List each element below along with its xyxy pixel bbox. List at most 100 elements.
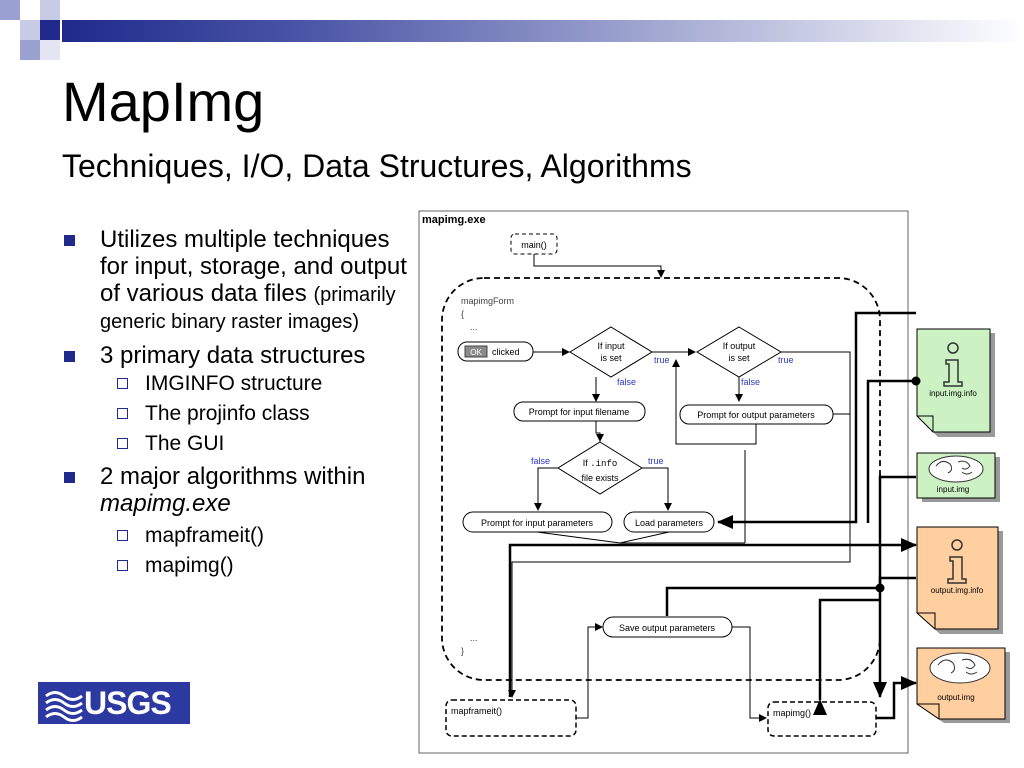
ellipsis-top: ...: [470, 322, 478, 332]
output-img-write-arrow: [876, 676, 917, 720]
slide-subtitle: Techniques, I/O, Data Structures, Algori…: [62, 148, 692, 184]
sub-bullet-text: mapimg(): [145, 554, 234, 577]
brace-close: }: [461, 646, 464, 656]
arrow-to-if-info: [595, 421, 604, 442]
input-img-label: input.img: [937, 485, 969, 494]
bullet-text: 2 major algorithms within: [100, 463, 366, 490]
output-false-label: false: [741, 377, 760, 387]
corner-square-4: [0, 20, 20, 40]
corner-square-7: [20, 40, 40, 60]
if-output-line1: If output: [723, 341, 756, 351]
output-info-label: output.img.info: [931, 586, 984, 595]
main-box: [510, 233, 558, 255]
usgs-logo: USGS: [38, 682, 190, 724]
globe-land: [935, 460, 973, 475]
input-info-connector: [866, 376, 921, 523]
diagram-title: mapimg.exe: [422, 214, 486, 226]
usgs-wave-icon: [45, 691, 83, 722]
arrow-info-true: [642, 467, 672, 511]
input-info-file: [916, 328, 991, 433]
sub-bullet: IMGINFO structure: [62, 369, 422, 399]
main-label: main(): [521, 240, 547, 250]
info-false-label: false: [531, 456, 550, 466]
bullet-text: 3 primary data structures: [100, 342, 366, 369]
if-input-decision: [569, 326, 653, 378]
hollow-square-icon: [117, 560, 128, 571]
corner-square-8: [40, 40, 60, 60]
input-true-label: true: [654, 355, 670, 365]
output-img-fold: [917, 703, 940, 719]
input-info-label: input.img.info: [929, 389, 977, 398]
title-bar-gradient: [62, 20, 1024, 42]
main-arrow: [533, 254, 665, 278]
output-img-label: output.img: [937, 693, 974, 702]
sub-bullet: The projinfo class: [62, 399, 422, 429]
prompt-output-params-label: Prompt for output parameters: [697, 410, 815, 420]
globe-icon: [928, 455, 984, 483]
bullet-algorithms: 2 major algorithms within mapimg.exe: [62, 463, 422, 517]
sub-bullet-text: The GUI: [145, 432, 225, 455]
load-params-label: Load parameters: [635, 518, 704, 528]
input-img-read-arrow: [873, 475, 916, 698]
brace-open: {: [461, 309, 464, 319]
ok-button: [464, 345, 488, 358]
sub-bullet-text: IMGINFO structure: [145, 372, 323, 395]
bullet-list: Utilizes multiple techniques for input, …: [62, 226, 422, 581]
sub-bullet: mapimg(): [62, 551, 422, 581]
if-info-line2: file exists: [581, 473, 619, 483]
ok-label: OK: [470, 348, 482, 357]
input-info-icon-dot: [947, 342, 959, 354]
bullet-square-icon: [64, 235, 75, 246]
prompt-input-filename-label: Prompt for input filename: [529, 407, 630, 417]
input-false-label: false: [617, 377, 636, 387]
arrow-to-mapimg: [732, 626, 767, 722]
diagram-frame: [418, 210, 909, 754]
output-info-fold: [917, 612, 936, 629]
hollow-square-icon: [117, 378, 128, 389]
sub-bullet: mapframeit(): [62, 521, 422, 551]
mapframeit-box: [445, 699, 577, 737]
sub-bullet-text: The projinfo class: [145, 402, 310, 425]
bullet-text-italic: mapimg.exe: [100, 490, 231, 517]
bullet-square-icon: [64, 472, 75, 483]
sub-bullet-text: mapframeit(): [145, 524, 265, 547]
bullet-data-structures: 3 primary data structures: [62, 342, 422, 369]
prompt-input-filename-node: [513, 401, 646, 422]
clicked-label: clicked: [492, 347, 520, 357]
info-icon: [943, 359, 963, 387]
hollow-square-icon: [117, 438, 128, 449]
corner-square-2: [20, 0, 40, 20]
arrow-to-save: [576, 623, 603, 719]
if-input-line1: If input: [597, 341, 625, 351]
corner-square-3: [40, 0, 60, 20]
output-info-to-mapimg: [813, 598, 880, 715]
globe-land: [937, 658, 978, 675]
hollow-square-icon: [117, 530, 128, 541]
input-info-fold: [917, 415, 934, 432]
hollow-square-icon: [117, 408, 128, 419]
corner-square-6: [40, 20, 60, 40]
output-info-write-arrow: [508, 538, 917, 697]
bullet-techniques: Utilizes multiple techniques for input, …: [62, 226, 422, 334]
if-info-ext: .info: [590, 459, 617, 469]
output-true-line: [781, 351, 851, 520]
save-output-params-label: Save output parameters: [619, 623, 716, 633]
output-info-file: [916, 526, 999, 630]
arrow-to-mapframeit: [508, 520, 851, 698]
output-true-label: true: [778, 355, 794, 365]
if-info-prefix: If: [583, 458, 591, 468]
corner-square-5: [20, 20, 40, 40]
if-output-line2: is set: [728, 353, 750, 363]
if-info-decision: [557, 441, 643, 495]
mapframeit-label: mapframeit(): [451, 706, 502, 716]
form-region: [441, 277, 881, 681]
info-true-label: true: [648, 456, 664, 466]
mapimg-label: mapimg(): [773, 708, 811, 718]
bullet-square-icon: [64, 351, 75, 362]
bullet-text: Utilizes multiple techniques for input, …: [100, 226, 407, 307]
ellipsis-bottom: ...: [470, 633, 478, 643]
prompt-input-params-label: Prompt for input parameters: [481, 518, 594, 528]
form-name: mapimgForm: [461, 296, 514, 306]
output-info-icon-dot: [951, 539, 963, 551]
